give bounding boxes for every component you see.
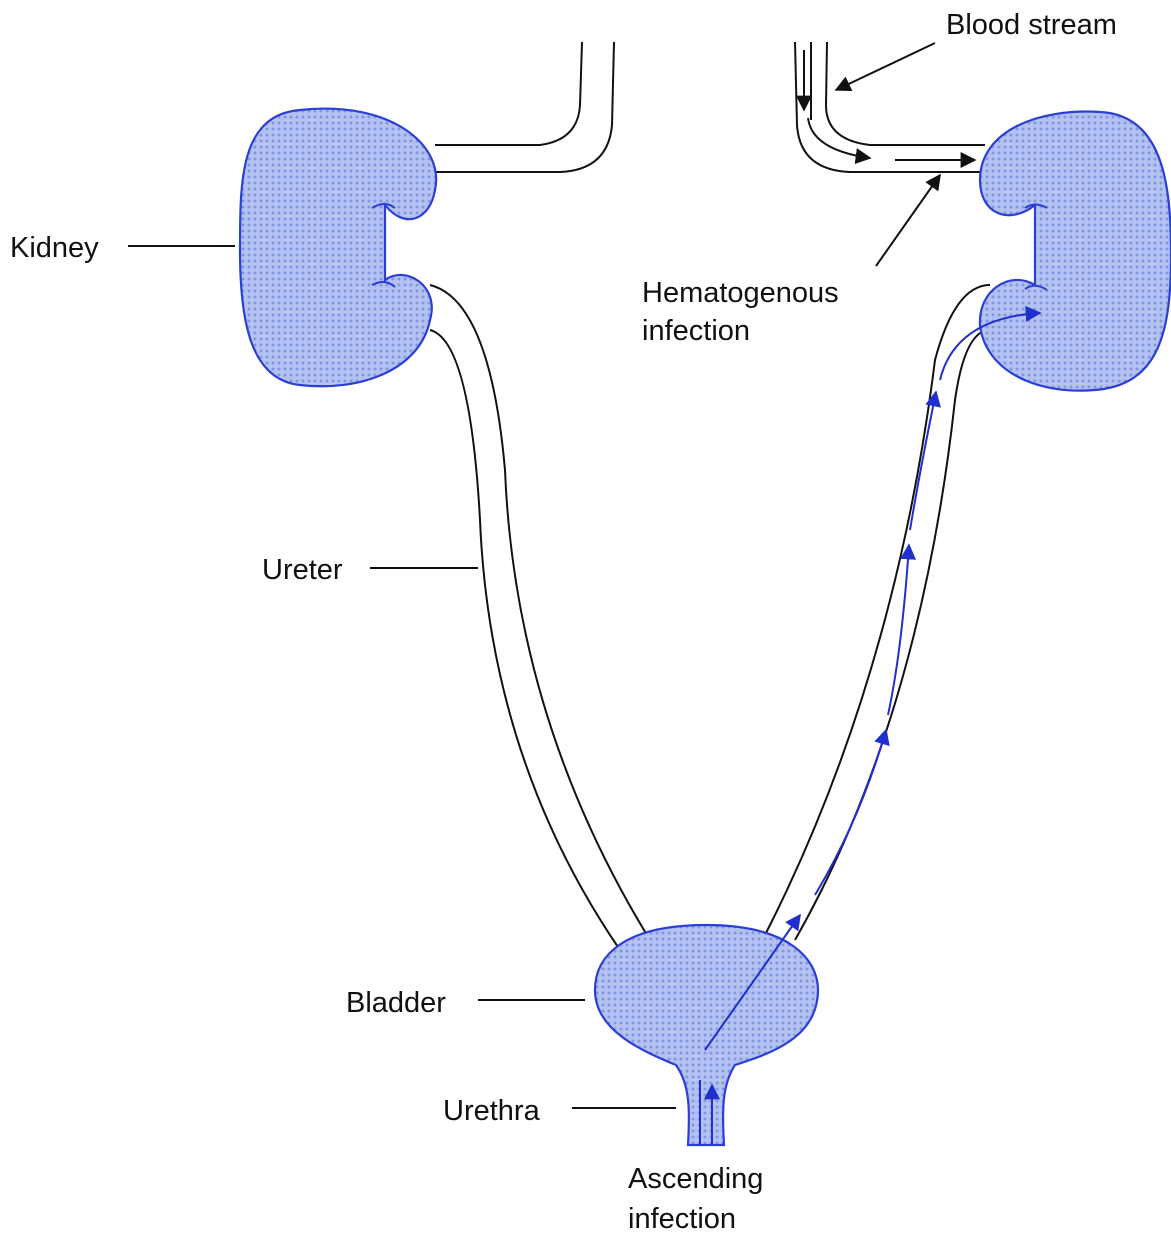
urethra-label: Urethra — [443, 1095, 541, 1127]
left-kidney — [240, 109, 436, 387]
blood-stream-label: Blood stream — [946, 9, 1117, 41]
right-renal-vessel — [795, 42, 985, 172]
right-ureter — [765, 285, 990, 940]
hematogenous-infection-label-line1: Hematogenous — [642, 277, 839, 309]
left-ureter — [430, 285, 650, 950]
hematogenous-infection-path — [804, 43, 975, 266]
bladder — [595, 925, 818, 1145]
ureter-label: Ureter — [262, 554, 343, 586]
hematogenous-infection-label-line2: infection — [642, 315, 750, 347]
bladder-label: Bladder — [346, 987, 446, 1019]
left-renal-vessel — [435, 42, 614, 172]
ascending-infection-label-line1: Ascending — [628, 1163, 763, 1195]
kidney-label: Kidney — [10, 232, 99, 264]
ascending-infection-label-line2: infection — [628, 1203, 736, 1235]
right-kidney — [980, 112, 1171, 391]
